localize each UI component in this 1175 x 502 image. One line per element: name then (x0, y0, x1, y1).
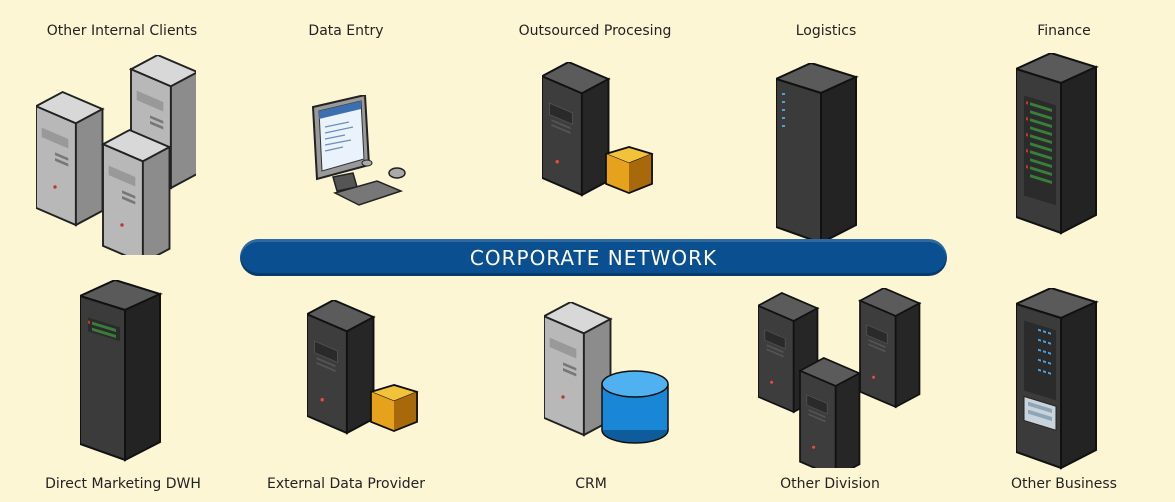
node-label: Logistics (795, 23, 857, 39)
node-label: CRM (575, 476, 607, 492)
server-tower-cluster-icon (36, 55, 196, 255)
workstation-icon (311, 95, 406, 206)
server-cluster-icon (758, 288, 921, 468)
node-label: External Data Provider (266, 476, 426, 492)
server-with-cube-icon (542, 62, 653, 196)
node-label: Finance (1037, 23, 1091, 39)
server-with-cube-icon (307, 300, 418, 434)
node-label: Data Entry (308, 23, 384, 39)
node-label: Outsourced Procesing (518, 23, 672, 39)
server-rack-icon (1016, 288, 1097, 469)
server-rack-icon (1016, 53, 1097, 234)
node-label: Other Division (780, 476, 880, 492)
server-with-database-icon (544, 302, 669, 444)
node-label: Direct Marketing DWH (45, 476, 201, 492)
corporate-network-band: CORPORATE NETWORK (240, 239, 947, 276)
server-rack-icon (80, 280, 161, 461)
node-label: Other Business (1011, 476, 1117, 492)
server-rack-icon (776, 63, 857, 244)
node-label: Other Internal Clients (46, 23, 198, 39)
